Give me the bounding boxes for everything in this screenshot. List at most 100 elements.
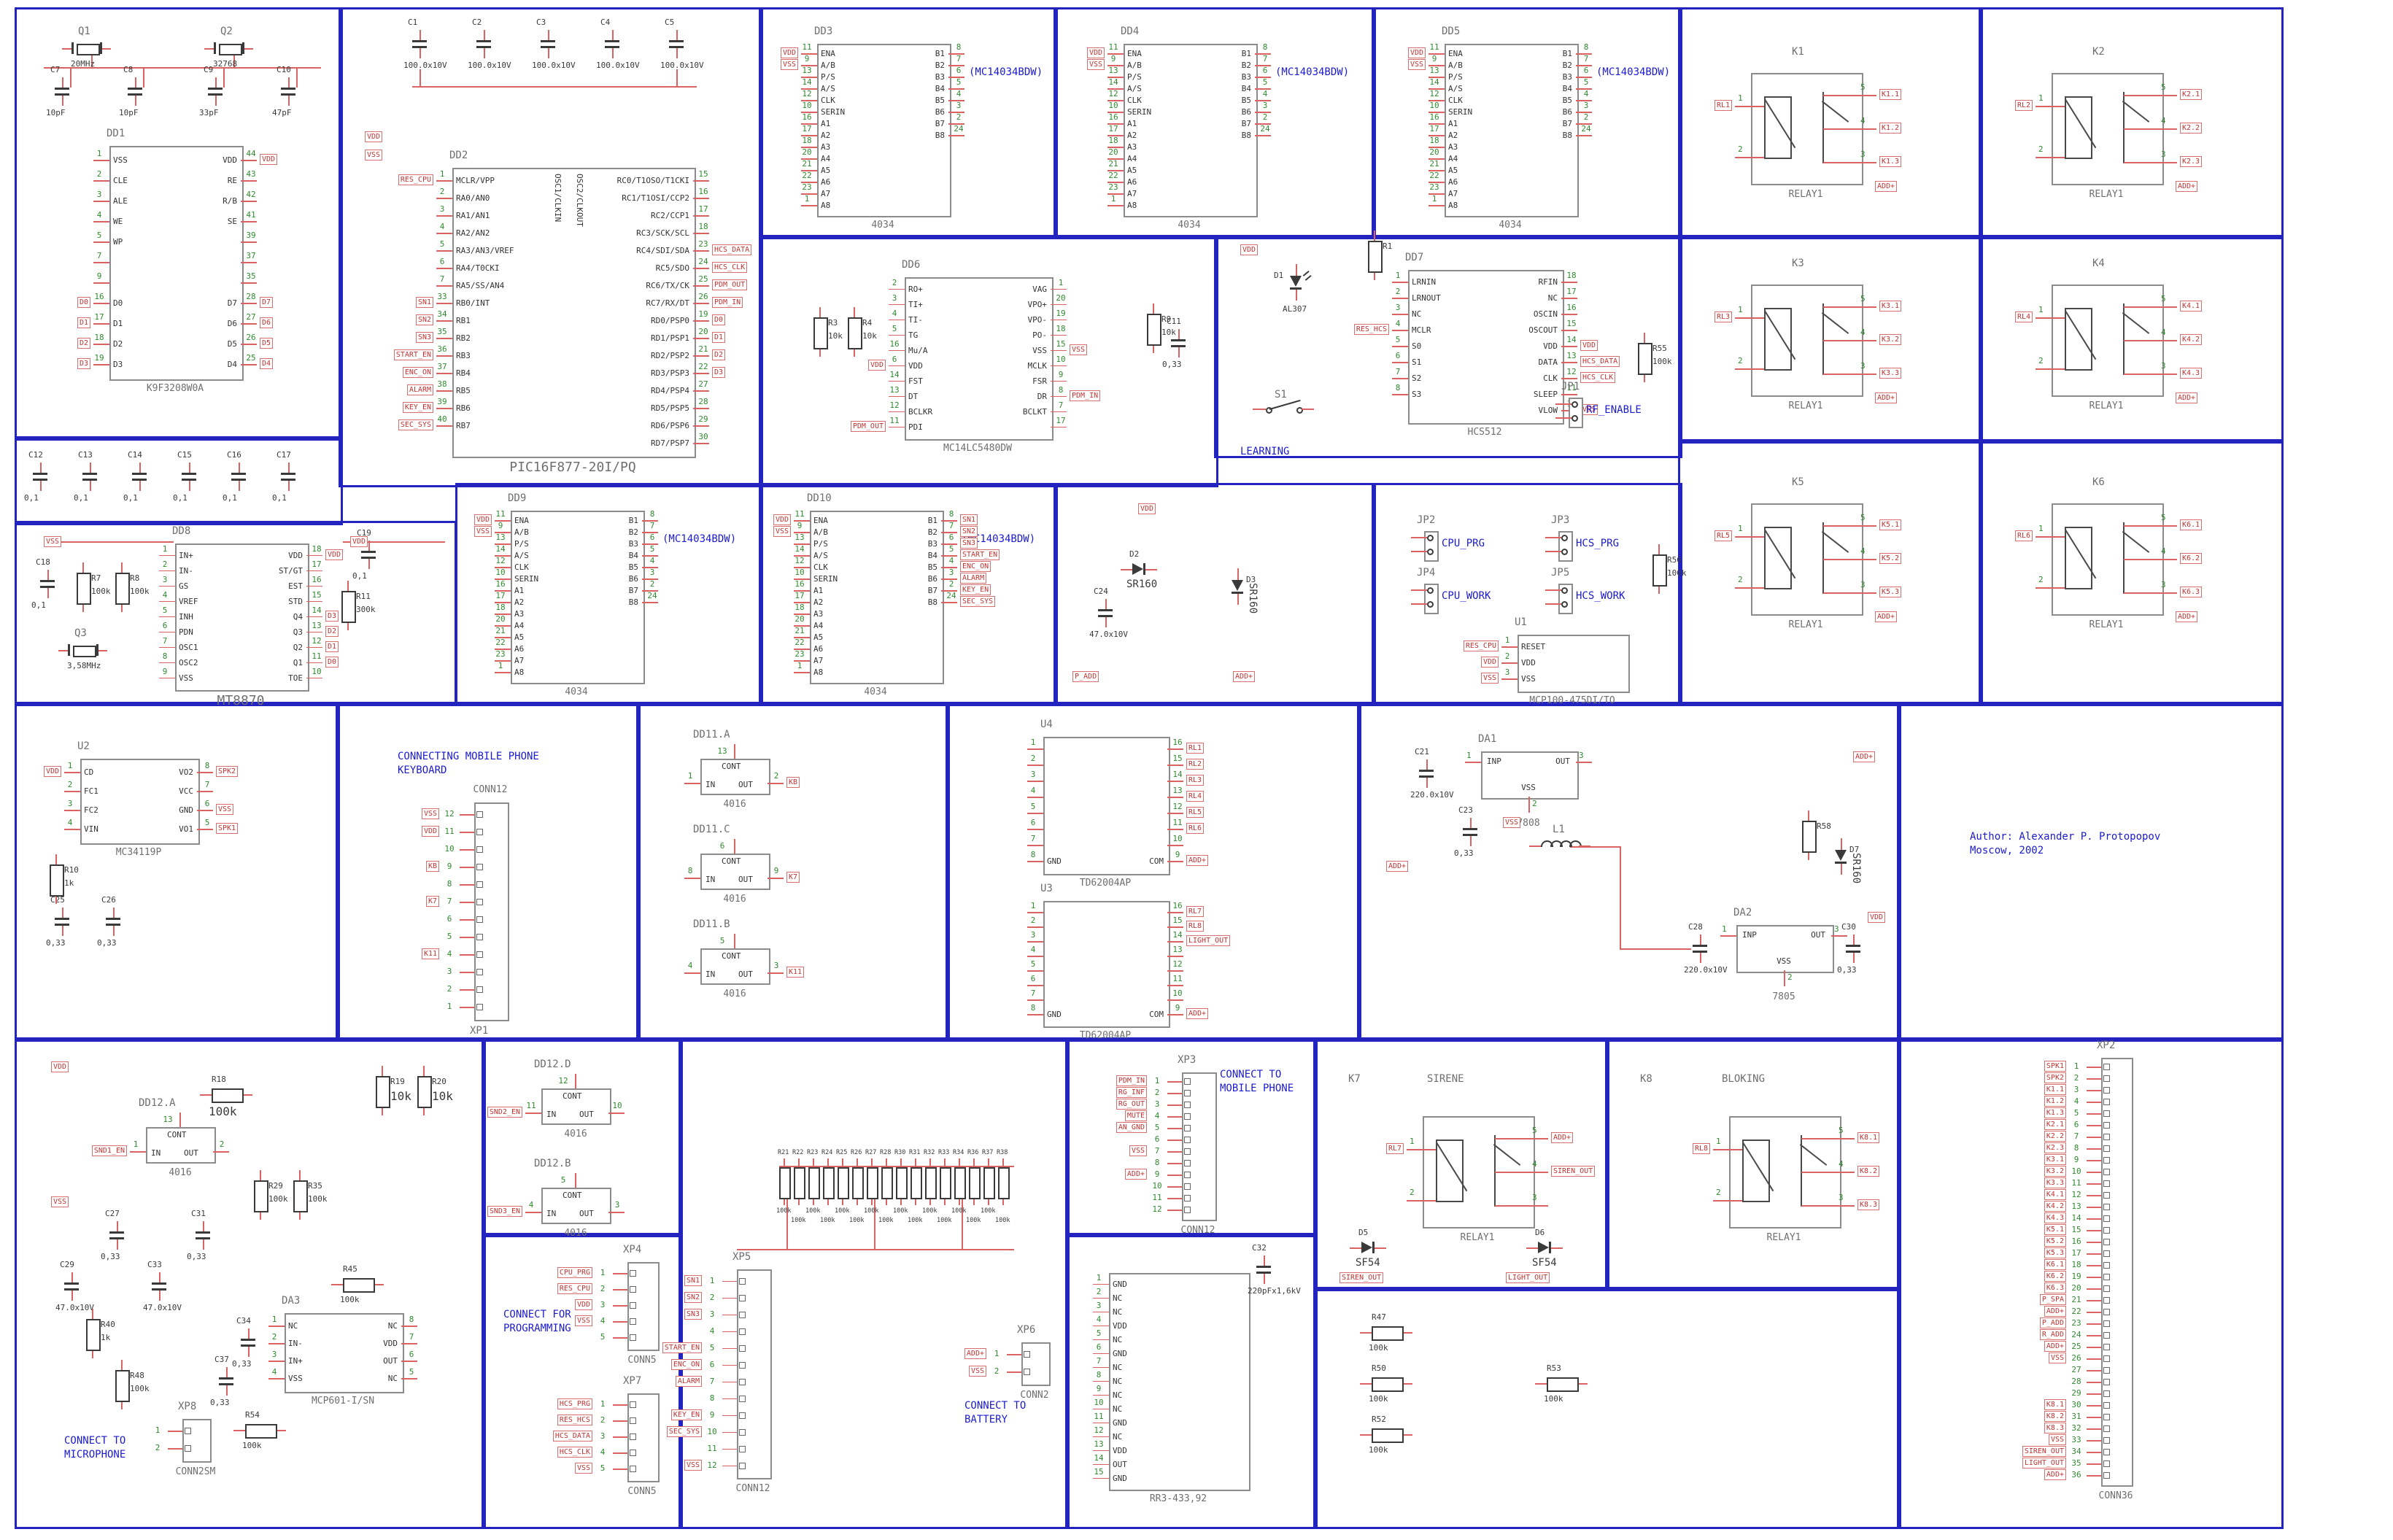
wire [268, 1343, 285, 1344]
pin-name: ENA [1127, 49, 1142, 58]
component-part-number: MCP601-I/SN [311, 1396, 375, 1406]
wire [2036, 587, 2065, 589]
net-label: SEC_SYS [666, 1425, 702, 1437]
wire [813, 1196, 814, 1205]
pin-number: 3 [2073, 1085, 2079, 1094]
wire [722, 1465, 737, 1467]
pin-name: TG [908, 330, 919, 340]
wire [1495, 1172, 1548, 1173]
pin-number: 15 [2071, 1225, 2081, 1234]
pin-number: 6 [709, 1359, 715, 1369]
connector-pin [2103, 1262, 2110, 1269]
pin-name: NC [1547, 293, 1558, 303]
pin-number: 4 [162, 589, 168, 600]
component-part-number: PIC16F877-20I/PQ [509, 460, 636, 475]
component-designator: C27 [105, 1209, 120, 1218]
pin-number: 6 [1030, 974, 1036, 983]
pin-name: RB0/INT [456, 298, 490, 308]
pin-number: 22 [1108, 171, 1118, 180]
capacitor-plate [1693, 945, 1707, 947]
pin-name: IN [705, 780, 716, 789]
net-label: K8.3 [1857, 1199, 1880, 1210]
pin-number: 20 [802, 147, 812, 157]
wire [2124, 559, 2177, 560]
wire [1093, 1325, 1109, 1327]
connector-pin [739, 1277, 746, 1285]
pin-name: B2 [927, 527, 938, 537]
pin-name: A3 [813, 609, 824, 619]
wire [268, 1378, 285, 1380]
net-label: P_SPA [2039, 1294, 2066, 1305]
wire [1093, 1353, 1109, 1355]
pin-number: 12 [558, 1076, 568, 1086]
annotation-note: CONNECT FOR [503, 1309, 571, 1320]
wire [900, 1158, 902, 1167]
pin-number: 1 [1410, 1137, 1415, 1146]
net-label: ADD+ [2044, 1306, 2066, 1317]
wire [215, 77, 217, 88]
component-designator: C34 [236, 1316, 251, 1326]
wire [436, 285, 452, 287]
net-label: ADD+ [1233, 671, 1256, 682]
pin-name: B2 [935, 61, 945, 70]
component-designator: DD11.C [693, 824, 730, 835]
wire [159, 677, 175, 679]
net-label: RL8 [1692, 1143, 1710, 1154]
connector-pin [630, 1401, 636, 1408]
component-designator: JP1 [1561, 381, 1580, 392]
wire [1051, 288, 1067, 290]
pin-number: 18 [312, 543, 322, 554]
pin-name: D6 [227, 319, 237, 328]
pin-number: 23 [1108, 182, 1118, 192]
pin-number: 12 [889, 400, 900, 410]
component-designator: C28 [1688, 922, 1703, 932]
wire [159, 662, 175, 664]
connector-pin [630, 1450, 636, 1456]
pin-name: D2 [113, 339, 123, 349]
wire [857, 1196, 858, 1205]
wire [693, 303, 709, 304]
wire [241, 221, 257, 223]
pin-number: 4 [96, 210, 102, 220]
net-label: HCS_DATA [712, 244, 752, 255]
pin-number: 5 [649, 544, 655, 554]
capacitor-plate [1463, 828, 1477, 830]
wire [973, 1196, 975, 1205]
pin-name: B3 [1241, 72, 1251, 82]
wire [1561, 282, 1577, 283]
pin-number: 2 [1262, 112, 1268, 122]
wire [1167, 970, 1183, 972]
wire [44, 541, 174, 543]
pin-name: A/B [821, 61, 835, 70]
pin-number: 10 [495, 568, 506, 577]
component-value: 100.0x10V [532, 61, 576, 70]
wire [1495, 1138, 1548, 1139]
wire [401, 1378, 417, 1380]
wire [874, 1196, 875, 1249]
wire [495, 602, 511, 603]
pin-name: A7 [514, 656, 525, 665]
wire [1027, 999, 1043, 1001]
wire [613, 1337, 627, 1339]
wire [288, 77, 290, 88]
pin-number: 16 [889, 338, 900, 349]
wire [768, 783, 784, 784]
component-designator: Q2 [220, 26, 233, 37]
capacitor-plate [1693, 951, 1707, 953]
wire [121, 602, 123, 612]
wire [495, 555, 511, 557]
pin-number: 14 [889, 369, 900, 379]
net-label: VDD [1240, 244, 1259, 255]
component-value: 10pF [46, 108, 66, 117]
pin-number: 14 [795, 544, 805, 554]
diode-triangle [1835, 850, 1847, 861]
net-label: K4.3 [2044, 1212, 2066, 1223]
capacitor-plate [219, 1377, 233, 1380]
wire [226, 1367, 228, 1377]
component-part-number: RELAY1 [1788, 401, 1823, 411]
wire [2087, 1347, 2101, 1348]
wire [1392, 314, 1408, 315]
wire [460, 954, 474, 956]
wire [801, 170, 817, 171]
